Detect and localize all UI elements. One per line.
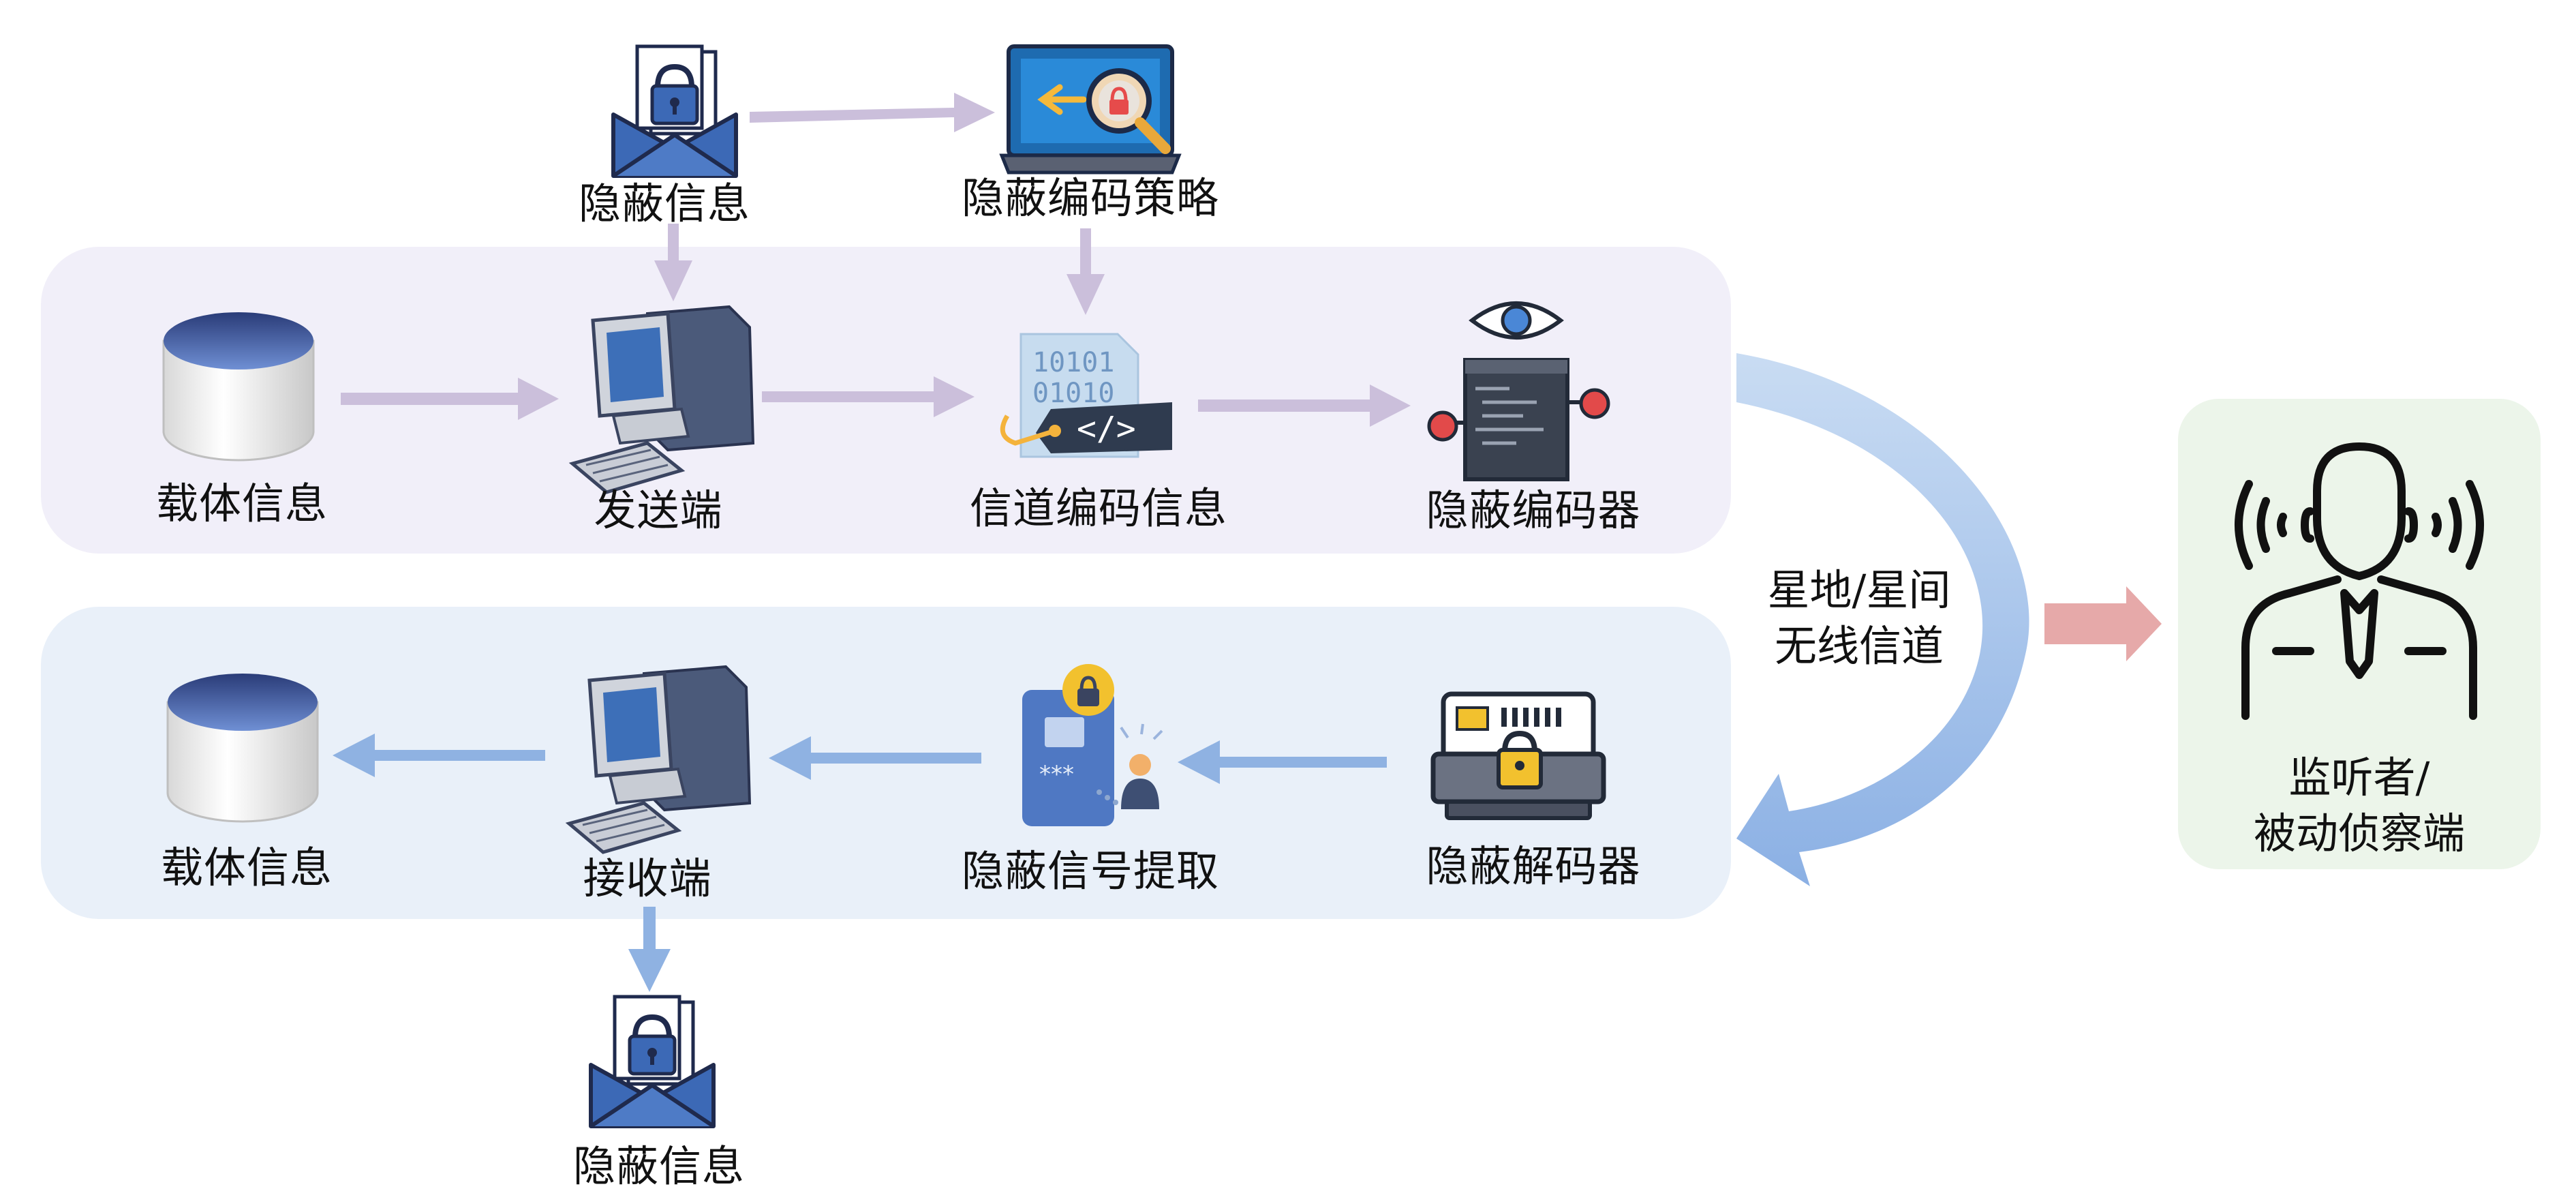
carrier-info-label-send: 载体信息: [155, 479, 328, 528]
arrow-sender-to-code: [762, 376, 975, 417]
channel-code-info-label: 信道编码信息: [969, 483, 1228, 533]
arrow-carrier-to-sender: [341, 378, 559, 420]
receiver-computer-icon: [565, 665, 752, 854]
carrier-info-label-receive: 载体信息: [160, 843, 333, 892]
binary-code-document-icon: 10101 01010 </>: [1000, 333, 1172, 458]
arrow-secret-to-strategy: [750, 93, 995, 132]
encoder-label: 隐蔽编码器: [1426, 485, 1641, 535]
arrow-secret-to-sender: [654, 224, 692, 301]
sender-label: 发送端: [594, 485, 723, 535]
listener-person-icon: [2235, 442, 2484, 720]
encoder-eye-code-icon: [1427, 301, 1610, 481]
laptop-search-icon: [999, 44, 1182, 175]
secret-envelope-icon: [611, 44, 738, 178]
secret-info-label: 隐蔽信息: [578, 179, 751, 228]
svg-text:***: ***: [1039, 761, 1074, 788]
arrow-to-listener: [2044, 586, 2162, 661]
channel-label-line2: 无线信道: [1774, 621, 1944, 671]
arrow-code-to-encoder: [1198, 385, 1411, 427]
signal-extract-label: 隐蔽信号提取: [961, 846, 1220, 896]
coding-strategy-label: 隐蔽编码策略: [961, 173, 1220, 223]
carrier-database-icon-receive: [166, 674, 319, 823]
decoder-label: 隐蔽解码器: [1426, 841, 1641, 891]
arrow-decoder-to-extract: [1178, 740, 1387, 784]
channel-label-line1: 星地/星间: [1767, 565, 1951, 615]
secret-info-label-bottom: 隐蔽信息: [572, 1141, 746, 1191]
svg-text:</>: </>: [1077, 410, 1136, 448]
listener-panel: [2178, 399, 2541, 869]
listener-label-line1: 监听者/: [2288, 753, 2430, 802]
arrow-strategy-to-code: [1067, 228, 1105, 315]
receive-flow-arrows: [333, 734, 1387, 992]
secret-envelope-icon-bottom: [589, 995, 716, 1128]
sender-computer-icon: [568, 305, 755, 494]
channel-curved-arrow: [1736, 353, 2029, 886]
channel-label: 星地/星间 无线信道: [1768, 562, 1951, 674]
decoder-lock-reader-icon: [1430, 691, 1606, 820]
listener-label-line2: 被动侦察端: [2253, 809, 2466, 858]
send-flow-arrows: [341, 93, 1411, 427]
arrow-receiver-to-secret: [628, 907, 671, 992]
svg-text:10101: 10101: [1032, 347, 1114, 378]
receiver-label: 接收端: [583, 854, 712, 903]
phone-lock-extract-icon: ***: [1022, 664, 1163, 826]
svg-text:01010: 01010: [1032, 378, 1114, 409]
listener-label: 监听者/ 被动侦察端: [2254, 750, 2465, 862]
arrow-extract-to-receiver: [769, 736, 981, 780]
arrow-receiver-to-carrier: [333, 734, 545, 777]
carrier-database-icon: [162, 312, 315, 462]
